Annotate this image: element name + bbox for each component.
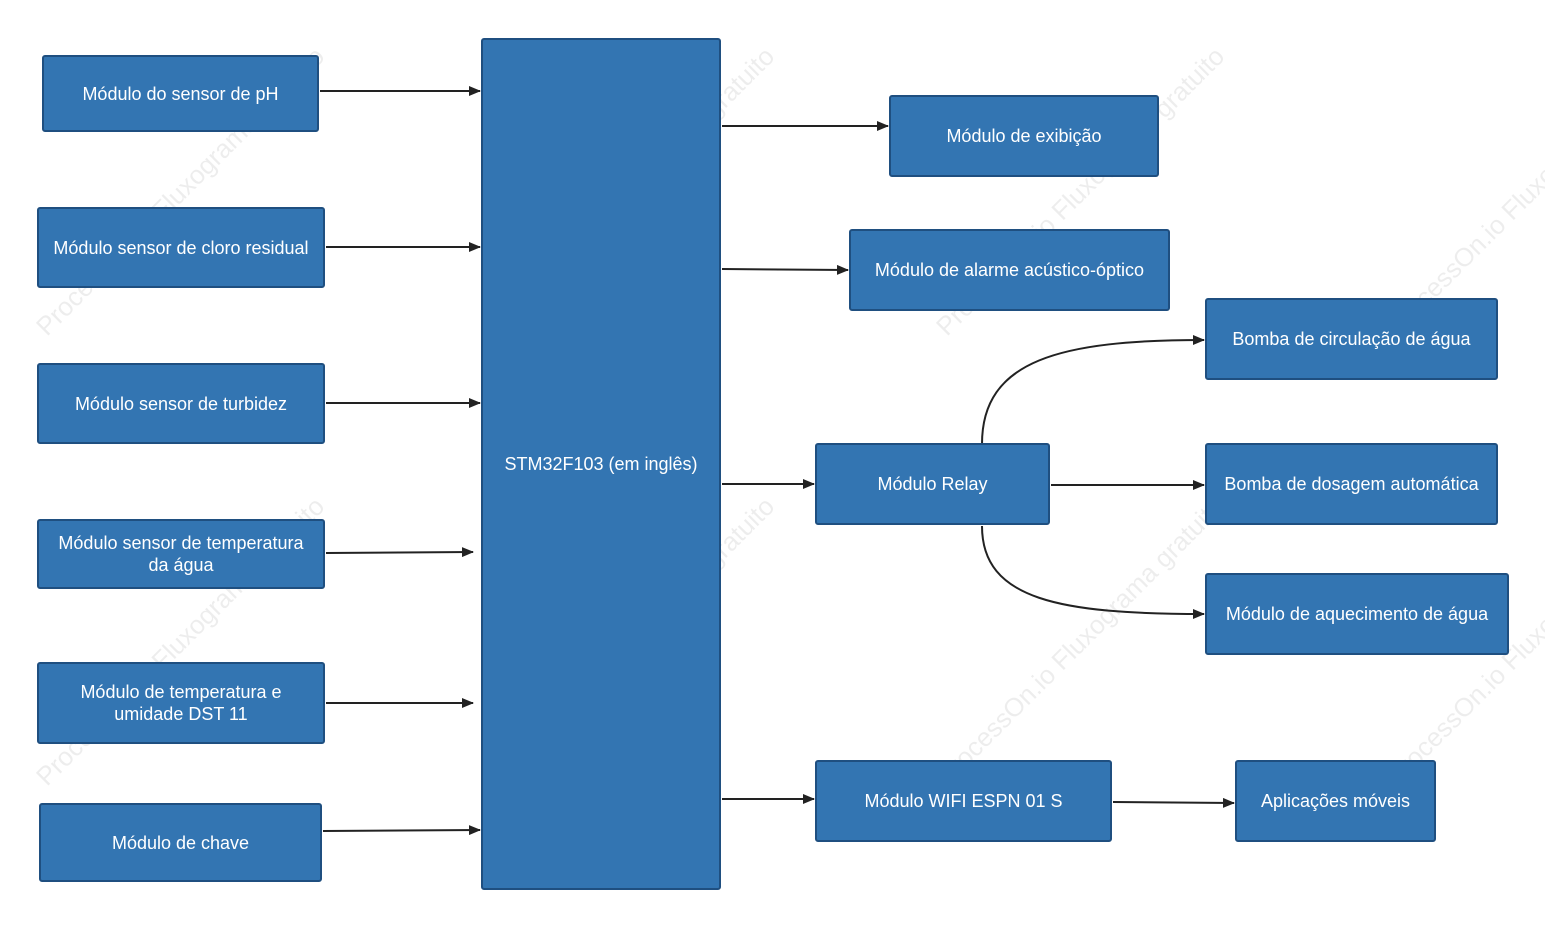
node-dosing-pump[interactable]: Bomba de dosagem automática bbox=[1205, 443, 1498, 525]
node-chlorine-sensor[interactable]: Módulo sensor de cloro residual bbox=[37, 207, 325, 288]
node-relay-module[interactable]: Módulo Relay bbox=[815, 443, 1050, 525]
node-mcu[interactable]: STM32F103 (em inglês) bbox=[481, 38, 721, 890]
node-circulation-pump[interactable]: Bomba de circulação de água bbox=[1205, 298, 1498, 380]
edge-relay-to-circulation-pump bbox=[981, 335, 1205, 445]
edge-wifi-to-mobile bbox=[1112, 797, 1235, 808]
node-water-temp-sensor[interactable]: Módulo sensor de temperatura da água bbox=[37, 519, 325, 589]
node-temp-humidity-module[interactable]: Módulo de temperatura e umidade DST 11 bbox=[37, 662, 325, 744]
node-turbidity-sensor[interactable]: Módulo sensor de turbidez bbox=[37, 363, 325, 444]
node-heating-module[interactable]: Módulo de aquecimento de água bbox=[1205, 573, 1509, 655]
node-wifi-module[interactable]: Módulo WIFI ESPN 01 S bbox=[815, 760, 1112, 842]
node-display-module[interactable]: Módulo de exibição bbox=[889, 95, 1159, 177]
node-mobile-apps[interactable]: Aplicações móveis bbox=[1235, 760, 1436, 842]
node-alarm-module[interactable]: Módulo de alarme acústico-óptico bbox=[849, 229, 1170, 311]
edge-key-to-mcu bbox=[322, 825, 481, 836]
edge-water-temp-to-mcu bbox=[325, 547, 474, 558]
node-ph-sensor[interactable]: Módulo do sensor de pH bbox=[42, 55, 319, 132]
node-key-module[interactable]: Módulo de chave bbox=[39, 803, 322, 882]
edge-relay-to-heating bbox=[981, 525, 1205, 619]
edge-mcu-to-alarm bbox=[721, 264, 849, 275]
